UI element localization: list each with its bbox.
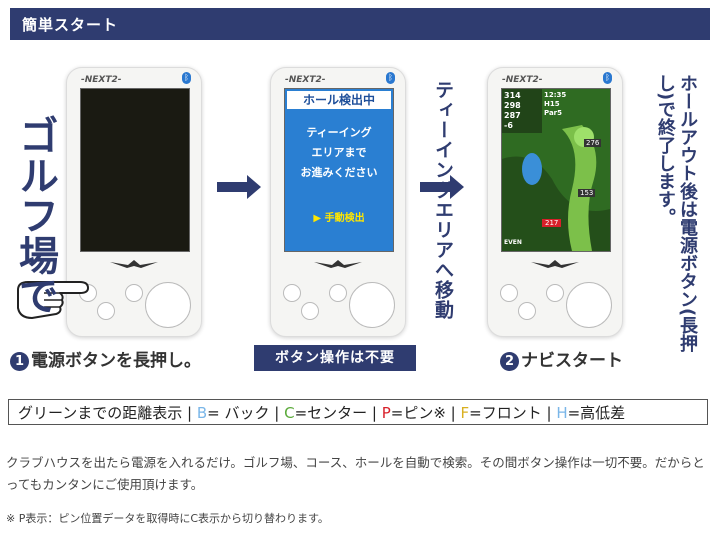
device-1: -NEXT2- ᛒ — [66, 67, 202, 337]
score-label: EVEN — [504, 239, 522, 246]
device-screen-off — [80, 88, 190, 252]
screen-msg-2: エリアまで — [311, 146, 367, 159]
distance-marker: 153 — [578, 189, 596, 197]
legend-c: C — [284, 404, 295, 422]
arrow-right-icon — [420, 175, 466, 199]
screen-title: ホール検出中 — [287, 91, 391, 109]
key-3 — [546, 284, 564, 302]
device-keys — [279, 274, 397, 330]
section-header: 簡単スタート — [10, 8, 710, 40]
description-paragraph: クラブハウスを出たら電源を入れるだけ。ゴルフ場、コース、ホールを自動で検索。その… — [6, 455, 705, 492]
clock: 12:35 — [544, 91, 567, 99]
step-2-text: ナビスタート — [521, 351, 623, 371]
left-vertical-label: ゴルフ場で — [12, 115, 58, 315]
device-2: -NEXT2- ᛒ ホール検出中 ティーイング エリアまで お進みください ▶ … — [270, 67, 406, 337]
legend-p-text: =ピン※ | — [390, 404, 461, 422]
device-brand: -NEXT2- — [81, 75, 122, 85]
device-screen-searching: ホール検出中 ティーイング エリアまで お進みください ▶ 手動検出 — [284, 88, 394, 252]
key-3 — [125, 284, 143, 302]
dist-back: 314 — [504, 91, 521, 100]
middle-vertical-label: ティーイングエリアへ移動 — [432, 80, 454, 320]
arrow-right-icon — [217, 175, 263, 199]
manual-detect-button[interactable]: ▶ 手動検出 — [313, 213, 365, 224]
eagle-logo-icon — [110, 260, 158, 268]
right-vertical-label: ホールアウト後は電源ボタン(長押し)で終了します。 — [655, 74, 698, 353]
bluetooth-icon: ᛒ — [603, 72, 612, 84]
legend-p: P — [381, 404, 391, 422]
bluetooth-icon: ᛒ — [182, 72, 191, 84]
step-1-text: 電源ボタンを長押し。 — [31, 351, 201, 371]
key-2 — [301, 302, 319, 320]
dist-center: 298 — [504, 101, 521, 110]
legend-c-text: =センター | — [294, 404, 382, 422]
screen-msg-3: お進みください — [300, 166, 378, 179]
section-title: 簡単スタート — [22, 16, 119, 34]
elevation: -6 — [504, 121, 513, 130]
device-keys — [496, 274, 614, 330]
legend-b-text: = バック | — [207, 404, 285, 422]
dpad — [145, 282, 191, 328]
device-screen-navi: 314 298 287 -6 12:35 H15 Par5 217 276 15… — [501, 88, 611, 252]
dpad — [566, 282, 612, 328]
distance-marker: 276 — [584, 139, 602, 147]
key-2 — [97, 302, 115, 320]
key-3 — [329, 284, 347, 302]
eagle-logo-icon — [314, 260, 362, 268]
hole-number: H15 — [544, 100, 560, 108]
no-button-badge: ボタン操作は不要 — [254, 345, 416, 371]
step-1-number: 1 — [10, 352, 29, 371]
device-3: -NEXT2- ᛒ 314 298 287 -6 12:35 H15 Par5 … — [487, 67, 623, 337]
key-2 — [518, 302, 536, 320]
legend-prefix: グリーンまでの距離表示 | — [18, 404, 197, 422]
bluetooth-icon: ᛒ — [386, 72, 395, 84]
footnote: ※ P表示：ピン位置データを取得時にC表示から切り替わります。 — [6, 512, 329, 525]
legend-b: B — [196, 404, 208, 422]
eagle-logo-icon — [531, 260, 579, 268]
legend-f-text: =フロント | — [469, 404, 557, 422]
power-key — [500, 284, 518, 302]
par-value: Par5 — [544, 109, 562, 117]
dist-front: 287 — [504, 111, 521, 120]
finger-pointer-icon — [17, 281, 89, 319]
screen-msg-1: ティーイング — [306, 126, 372, 139]
distance-legend: グリーンまでの距離表示 | B= バック | C=センター | P=ピン※ | … — [8, 399, 708, 425]
device-brand: -NEXT2- — [502, 75, 543, 85]
power-key — [283, 284, 301, 302]
legend-h-text: =高低差 — [567, 404, 626, 422]
dpad — [349, 282, 395, 328]
step-2-number: 2 — [500, 352, 519, 371]
legend-h: H — [556, 404, 568, 422]
legend-f: F — [460, 404, 470, 422]
distance-marker: 217 — [542, 219, 562, 227]
device-brand: -NEXT2- — [285, 75, 326, 85]
